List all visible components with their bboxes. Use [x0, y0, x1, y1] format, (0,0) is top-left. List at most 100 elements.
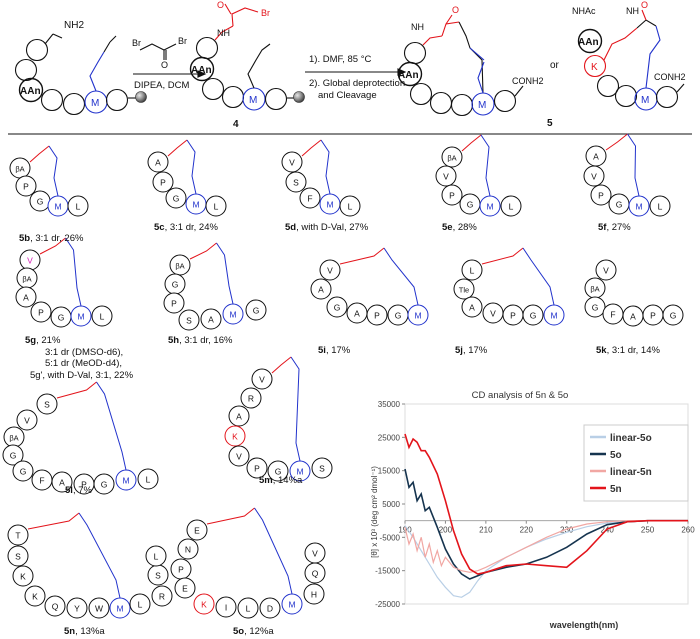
residue-label: V — [603, 266, 609, 276]
x-tick-label: 240 — [600, 526, 614, 535]
residue-label: F — [39, 476, 44, 486]
residue-label: L — [146, 475, 151, 485]
residue-label: V — [490, 309, 496, 319]
residue-circle — [310, 278, 332, 300]
residue-circle — [15, 175, 37, 197]
reagents-step-1: Br Br O DIPEA, DCM — [132, 36, 207, 91]
residue-label: F — [307, 194, 312, 204]
residue-label: D — [267, 604, 273, 614]
series-line-linear-5o — [404, 520, 688, 598]
residue-circle — [67, 195, 89, 217]
residue-label: G — [275, 467, 282, 477]
y-tick-label: -5000 — [380, 533, 401, 542]
residue-label: Q — [312, 569, 319, 579]
chart-x-label: wavelength(nm) — [549, 620, 619, 630]
residue-label: G — [101, 480, 108, 490]
residue-label: A — [318, 285, 324, 295]
br-left: Br — [132, 38, 141, 48]
linker-thioether — [627, 133, 640, 197]
residue-circle — [435, 165, 457, 187]
series-line-5n — [404, 433, 688, 575]
int-m-label: M — [249, 95, 257, 106]
br-right: Br — [178, 36, 187, 46]
residue-label: Tle — [459, 286, 469, 295]
residue-label: K — [32, 592, 38, 602]
y-tick-label: 35000 — [378, 400, 401, 409]
residue-label: A — [208, 315, 214, 325]
residue-label: P — [449, 191, 455, 201]
linker-thioether — [383, 247, 419, 306]
y-tick-label: -25000 — [375, 600, 400, 609]
residue-label: S — [155, 571, 161, 581]
residue-label: V — [312, 549, 318, 559]
linker-carbonyl — [461, 134, 482, 152]
residue-circle — [151, 585, 173, 607]
residue-label: L — [214, 202, 219, 212]
residue-label: M — [486, 202, 493, 212]
residue-circle — [228, 445, 250, 467]
caption-5c: 5c, 3:1 dr, 24% — [154, 222, 218, 233]
residue-label: V — [591, 172, 597, 182]
series-line-5o — [404, 468, 688, 580]
linker-carbonyl — [206, 507, 255, 525]
residue-label: N — [185, 545, 191, 555]
residue-label: G — [592, 303, 599, 313]
product-5-lysine: NHAc AAn K NH O M CONH2 — [572, 0, 686, 111]
legend-label: 5o — [610, 450, 622, 461]
residue-label: A — [469, 303, 475, 313]
caption-5n: 5n, 13%a — [64, 626, 105, 637]
residue-circle — [441, 146, 463, 168]
prod2-k-label: K — [591, 62, 598, 73]
x-tick-label: 210 — [479, 526, 493, 535]
residue-label: M — [296, 467, 303, 477]
linker-thioether — [65, 237, 82, 307]
residue-label: G — [173, 194, 180, 204]
residue-circle — [12, 460, 34, 482]
residue-label: R — [159, 592, 165, 602]
prod-o-label: O — [452, 5, 459, 15]
residue-label: A — [593, 152, 599, 162]
residue-circle — [237, 597, 259, 619]
residue-circle — [66, 597, 88, 619]
or-text: or — [550, 60, 560, 71]
residue-circle — [30, 301, 52, 323]
residue-label: A — [630, 312, 636, 322]
residue-circle — [304, 542, 326, 564]
aan-label: AAn — [20, 86, 41, 97]
int-nh-label: NH — [217, 28, 230, 38]
intermediate-4: O Br NH AAn M 4 — [189, 0, 305, 130]
residue-circle — [500, 195, 522, 217]
starting-peptide: NH2 AAn M — [14, 20, 147, 116]
series-line-linear-5n — [404, 520, 688, 573]
caption-5g: 5g, 21% — [25, 335, 61, 346]
residue-label: A — [236, 412, 242, 422]
linker-thioether — [290, 356, 301, 462]
residue-label: V — [236, 452, 242, 462]
residue-label: G — [37, 197, 44, 207]
residue-circle — [590, 184, 612, 206]
residue-label: F — [610, 310, 615, 320]
residue-label: βA — [22, 275, 31, 284]
linker-thioether — [96, 381, 127, 471]
residue-circle — [246, 457, 268, 479]
residue-label: A — [23, 293, 29, 303]
residue-label: A — [155, 158, 161, 168]
residue-label: βA — [9, 434, 18, 443]
residue-label: P — [23, 182, 29, 192]
residue-label: V — [27, 256, 33, 266]
compound-captions: 5b, 3:1 dr, 26% 5c, 3:1 dr, 24% 5d, with… — [19, 222, 660, 637]
residue-circle — [281, 151, 303, 173]
residue-circle — [326, 296, 348, 318]
residue-circle — [366, 304, 388, 326]
int-br-label: Br — [261, 8, 270, 18]
residue-label: V — [327, 266, 333, 276]
residue-label: V — [443, 172, 449, 182]
residue-label: Y — [74, 604, 80, 614]
residue-circle — [240, 387, 262, 409]
residue-label: M — [122, 476, 129, 486]
prod-conh2-label: CONH2 — [512, 76, 544, 86]
residue-label: S — [293, 178, 299, 188]
